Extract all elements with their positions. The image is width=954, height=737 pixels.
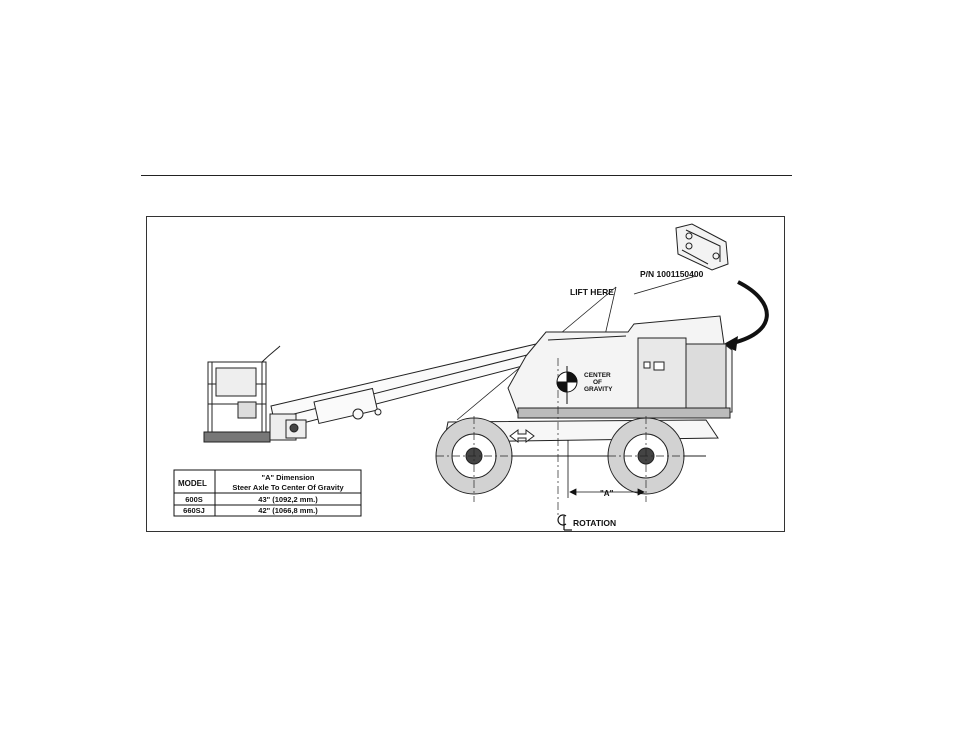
table-row-value: 43" (1092,2 mm.)	[258, 495, 318, 504]
center-of-gravity-label-line1: CENTER	[584, 372, 611, 379]
table-header-model: MODEL	[178, 479, 207, 488]
center-of-gravity-label-line2: OF	[593, 379, 602, 386]
table-row-value: 42" (1066,8 mm.)	[258, 506, 318, 515]
table-header-dimension-sub: Steer Axle To Center Of Gravity	[232, 483, 344, 492]
table-row-model: 600S	[185, 495, 203, 504]
center-of-gravity-label-line3: GRAVITY	[584, 386, 613, 393]
table-row-model: 660SJ	[183, 506, 205, 515]
header-rule	[141, 175, 792, 176]
dimension-a-label: "A"	[600, 489, 614, 498]
table-header-dimension: "A" Dimension	[262, 473, 315, 482]
part-number-label: P/N 1001150400	[640, 269, 704, 279]
rotation-label: ROTATION	[573, 518, 616, 528]
lift-point-diagram: P/N 1001150400 LIFT HERE	[146, 216, 786, 533]
lift-here-label: LIFT HERE	[570, 287, 614, 297]
